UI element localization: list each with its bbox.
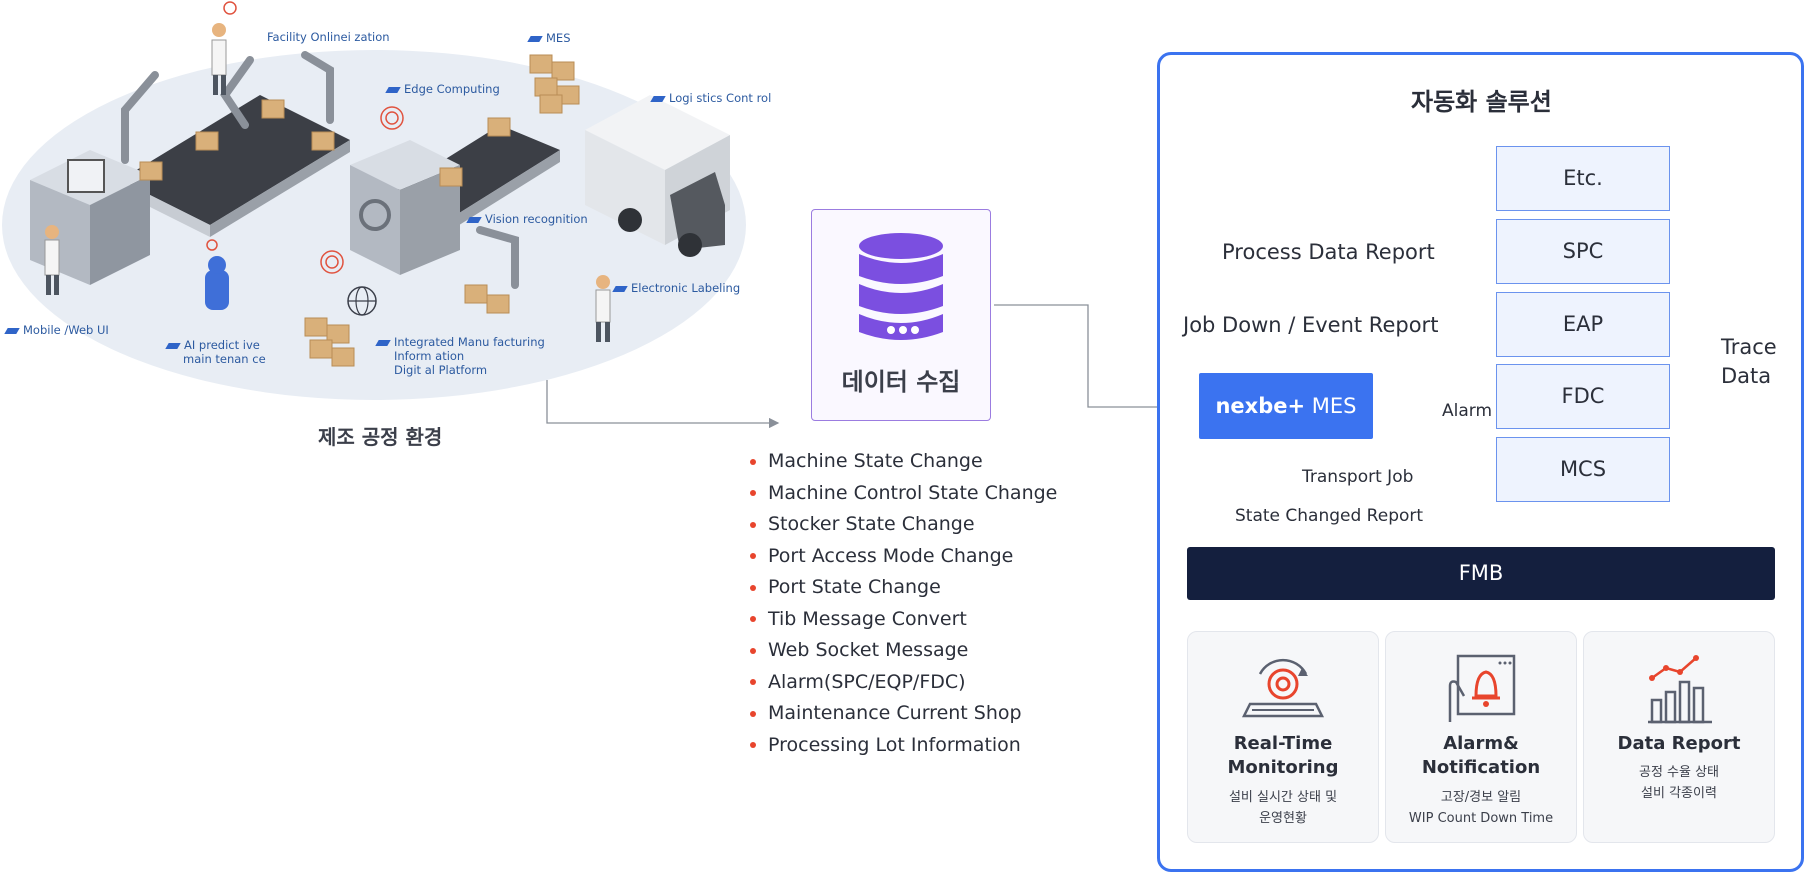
nexbe-mes-box: nexbe+ MES [1199,373,1373,439]
list-item: Web Socket Message [750,635,1057,667]
transport-job-label: Transport Job [1302,467,1414,487]
state-changed-report-label: State Changed Report [1235,506,1424,526]
bullet-dot-icon [750,490,756,496]
system-box-etc: Etc. [1496,146,1670,211]
list-item: Port Access Mode Change [750,541,1057,573]
data-collection-title: 데이터 수집 [841,368,961,396]
system-box-fdc: FDC [1496,364,1670,429]
bullet-dot-icon [750,521,756,528]
bullet-dot-icon [750,616,756,622]
bullet-dot-icon [750,647,756,654]
label-mobile-web-ui: Mobile /Web UI [4,323,109,337]
factory-caption: 제조 공정 환경 [318,425,443,449]
list-item: Stocker State Change [750,509,1057,541]
system-box-eap: EAP [1496,292,1670,357]
label-logistics-control: Logi stics Cont rol [650,91,771,105]
system-box-mcs: MCS [1496,437,1670,502]
bullet-dot-icon [750,458,756,465]
list-item: Processing Lot Information [750,730,1057,762]
label-facility-onlinization: Facility Onlinei zation [267,30,390,44]
bar-chart-icon [1648,655,1712,724]
data-collection-list: Machine State Change Machine Control Sta… [750,446,1057,761]
trace-data-label: Trace Data [1721,335,1777,388]
label-mes: MES [527,31,571,45]
database-icon [859,233,943,340]
bullet-dot-icon [750,710,756,717]
bullet-dot-icon [750,553,756,559]
fmb-bar: FMB [1187,547,1775,600]
list-item: Port State Change [750,572,1057,604]
bullet-dot-icon [750,679,756,685]
mes-brand: nexbe+ [1215,394,1306,418]
bullet-dot-icon [750,742,756,748]
list-item: Maintenance Current Shop [750,698,1057,730]
label-ai-predictive-maintenance: AI predict ive main tenan ce [165,338,266,366]
process-data-report-label: Process Data Report [1222,240,1435,264]
automation-solution-title: 자동화 솔루션 [1411,88,1552,116]
system-box-spc: SPC [1496,219,1670,284]
list-item: Tib Message Convert [750,604,1057,636]
factory-scene-illustration [2,1,746,400]
alarm-label: Alarm [1442,401,1493,421]
alarm-bell-icon [1448,654,1516,722]
mes-label: MES [1311,394,1357,418]
label-edge-computing: Edge Computing [385,82,500,96]
card-title: Data Report [1617,733,1741,754]
data-collection-box: 데이터 수집 [811,209,991,421]
label-vision-recognition: Vision recognition [466,212,588,226]
label-integrated-manufacturing: Integrated Manu facturing Inform ation D… [375,335,545,377]
monitoring-gear-icon [1241,658,1325,718]
job-down-event-report-label: Job Down / Event Report [1183,313,1439,337]
list-item: Machine State Change [750,446,1057,478]
list-item: Machine Control State Change [750,478,1057,510]
bullet-dot-icon [750,584,756,591]
list-item: Alarm(SPC/EQP/FDC) [750,667,1057,699]
card-title: Alarm&Notification [1421,733,1541,778]
label-electronic-labeling: Electronic Labeling [612,281,740,295]
